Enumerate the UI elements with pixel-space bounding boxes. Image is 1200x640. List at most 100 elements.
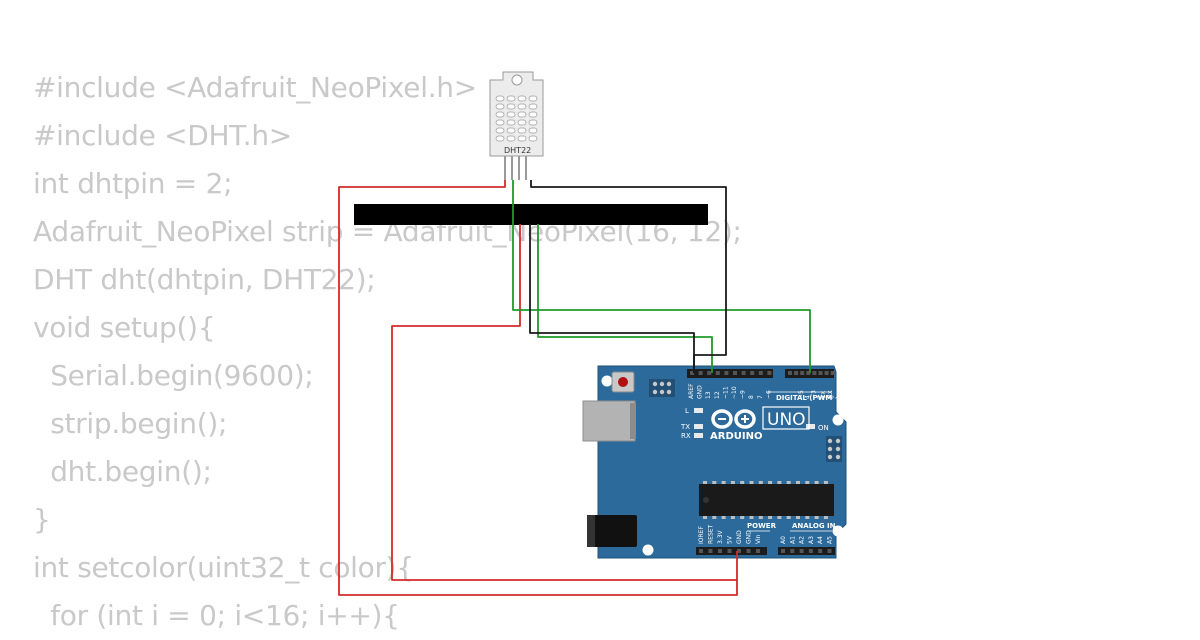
digital-pin-label: ~3: [810, 390, 817, 399]
header-pin[interactable]: [707, 371, 712, 375]
digital-pin-label: 12: [714, 391, 721, 399]
wire-strip-vcc[interactable]: [391, 224, 737, 581]
wire-dht-vcc[interactable]: [338, 180, 738, 596]
header-pin[interactable]: [727, 549, 732, 553]
wire-dht-data[interactable]: [512, 180, 811, 373]
mounting-hole: [832, 525, 844, 537]
power-header-label: POWER: [747, 522, 777, 530]
code-line: #include <Adafruit_NeoPixel.h>: [33, 71, 477, 104]
mounting-hole: [601, 375, 613, 387]
header-pin[interactable]: [698, 371, 703, 375]
analog-pin-label: A4: [817, 536, 824, 544]
header-pin[interactable]: [737, 549, 741, 553]
reset-button[interactable]: [611, 371, 635, 393]
code-line: }: [33, 503, 51, 536]
header-pin[interactable]: [827, 549, 832, 553]
header-pin[interactable]: [750, 371, 755, 375]
digital-pin-label: ~9: [740, 390, 747, 399]
led-on-label: ON: [818, 424, 829, 432]
analog-pin-label: A5: [827, 536, 834, 544]
digital-header-label: DIGITAL (PWM ~): [776, 394, 844, 402]
header-pin[interactable]: [806, 371, 811, 375]
header-pin[interactable]: [799, 549, 804, 553]
header-pin[interactable]: [741, 371, 746, 375]
header-pin[interactable]: [724, 371, 729, 375]
analog-pin-label: A3: [808, 536, 815, 544]
header-pin[interactable]: [808, 549, 813, 553]
dht22-sensor[interactable]: DHT22: [489, 71, 544, 180]
led-rx-label: RX: [681, 432, 691, 440]
wire-strip-gnd[interactable]: [529, 224, 695, 373]
header-pin[interactable]: [756, 549, 760, 553]
rx-pin-label: RX: [828, 390, 834, 398]
header-pin[interactable]: [758, 371, 763, 375]
digital-pin-label: 7: [757, 395, 764, 399]
code-line: for (int i = 0; i<16; i++){: [33, 599, 400, 632]
arduino-logo-icon: [711, 409, 756, 429]
usb-port: [582, 400, 636, 442]
header-pin[interactable]: [794, 371, 799, 375]
mounting-hole: [642, 544, 654, 556]
digital-pin-label: 8: [748, 395, 755, 399]
header-pin[interactable]: [818, 371, 823, 375]
power-pin-label: GND: [736, 530, 743, 544]
header-pin[interactable]: [830, 371, 835, 375]
header-pin[interactable]: [746, 549, 751, 553]
header-pin[interactable]: [690, 371, 694, 375]
analog-pin-label: A1: [789, 536, 796, 544]
sensor-pins: [504, 156, 527, 180]
code-line: #include <DHT.h>: [33, 119, 292, 152]
digital-pin-label: ~5: [798, 390, 805, 399]
neopixel-strip[interactable]: [354, 204, 708, 225]
model-label: UNO: [767, 410, 806, 430]
code-line: DHT dht(dhtpin, DHT22);: [33, 263, 376, 296]
digital-pin-label: AREF: [688, 383, 695, 399]
header-pin[interactable]: [818, 549, 823, 553]
header-pin[interactable]: [812, 371, 817, 375]
led-l: [694, 408, 703, 413]
led-rx: [694, 433, 703, 438]
icsp-header: [649, 379, 675, 397]
digital-pin-label: 4: [804, 395, 811, 399]
header-pin[interactable]: [800, 371, 805, 375]
header-pin[interactable]: [767, 371, 772, 375]
header-pin[interactable]: [824, 371, 829, 375]
analog-pin-label: A0: [780, 536, 787, 544]
power-pin-label: GND: [746, 530, 753, 544]
header-pin[interactable]: [718, 549, 722, 553]
microcontroller-chip: [699, 481, 834, 519]
header-pin[interactable]: [781, 549, 785, 553]
digital-pin-label: ~11: [722, 386, 729, 399]
header-pin[interactable]: [715, 371, 720, 375]
header-pin[interactable]: [790, 549, 795, 553]
digital-pin-label: ~6: [765, 390, 772, 399]
header-pin[interactable]: [699, 549, 703, 553]
code-line: int dhtpin = 2;: [33, 167, 233, 200]
tx-pin-label: TX: [821, 391, 827, 399]
led-on: [806, 424, 815, 429]
icsp-header: [826, 436, 842, 462]
code-line: strip.begin();: [33, 407, 228, 440]
wire-strip-data[interactable]: [537, 224, 713, 373]
header-pin[interactable]: [733, 371, 737, 375]
digital-header: [687, 369, 835, 378]
analog-pin-label: A2: [799, 536, 806, 544]
sensor-mount-hole: [511, 74, 523, 86]
led-tx: [694, 424, 703, 429]
digital-pin-label: 13: [705, 391, 712, 399]
code-line: dht.begin();: [33, 455, 212, 488]
digital-pin-label: GND: [697, 385, 704, 399]
header-pin[interactable]: [788, 371, 792, 375]
power-pin-label: 5V: [727, 535, 734, 544]
digital-pin-label: 1: [823, 395, 830, 399]
header-pin[interactable]: [708, 549, 713, 553]
sensor-vent-grid: [495, 95, 538, 142]
power-pin-label: Vin: [755, 534, 762, 544]
power-pin-label: RESET: [708, 524, 715, 544]
sensor-body: [489, 71, 544, 157]
